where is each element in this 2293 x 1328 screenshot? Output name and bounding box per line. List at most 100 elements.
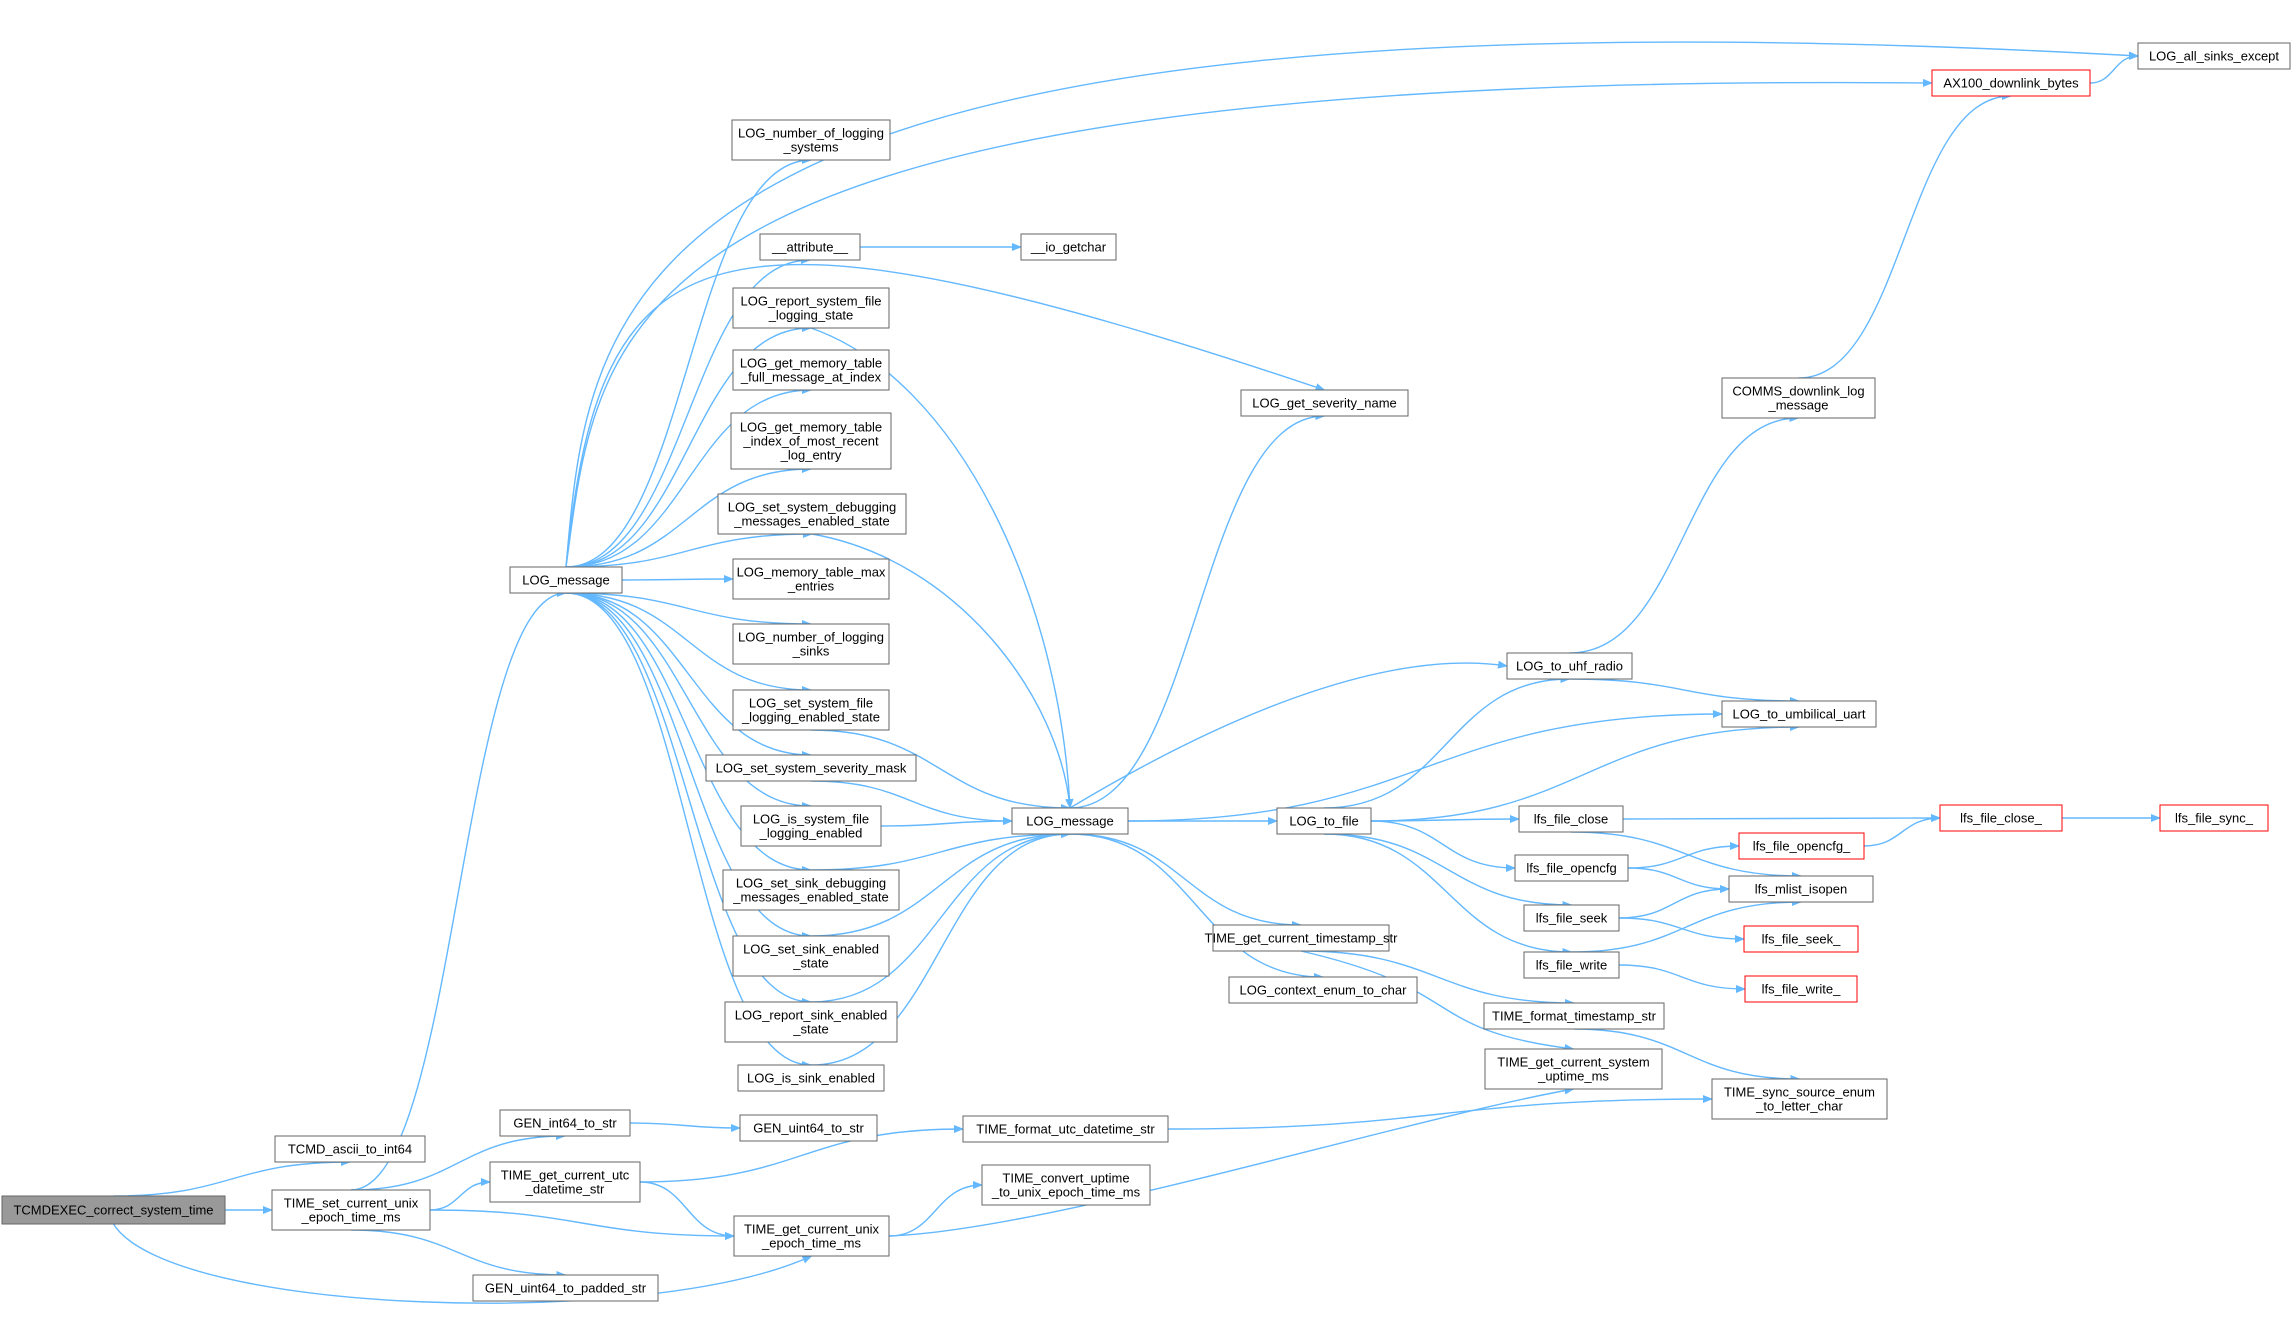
node-time-conv[interactable]: TIME_convert_uptime_to_unix_epoch_time_m…	[981, 1164, 1151, 1206]
node-box[interactable]	[1711, 1078, 1888, 1120]
node-box[interactable]	[1738, 832, 1865, 860]
node-box[interactable]	[1743, 925, 1859, 953]
node-box[interactable]	[962, 1115, 1169, 1143]
node-box[interactable]	[472, 1274, 659, 1302]
node-log-sev-name[interactable]: LOG_get_severity_name	[1240, 389, 1409, 417]
node-log-set-sys-dbg[interactable]: LOG_set_system_debugging_messages_enable…	[717, 493, 907, 535]
node-attribute[interactable]: __attribute__	[759, 233, 861, 261]
node-comms-dl[interactable]: COMMS_downlink_log_message	[1721, 377, 1876, 419]
node-gen-uint64[interactable]: GEN_uint64_to_str	[739, 1114, 878, 1142]
node-log-mem-idx[interactable]: LOG_get_memory_table_index_of_most_recen…	[730, 412, 892, 470]
node-gen-int64[interactable]: GEN_int64_to_str	[499, 1109, 631, 1137]
node-log-message-c[interactable]: LOG_message	[1011, 807, 1129, 835]
node-log-mem-max[interactable]: LOG_memory_table_max_entries	[732, 558, 890, 600]
node-box[interactable]	[1744, 975, 1858, 1003]
node-box[interactable]	[732, 623, 890, 665]
node-lfs-opencfg[interactable]: lfs_file_opencfg	[1514, 854, 1629, 882]
node-log-uhf[interactable]: LOG_to_uhf_radio	[1506, 652, 1633, 680]
node-box[interactable]	[732, 935, 890, 977]
node-time-get-ts[interactable]: TIME_get_current_timestamp_str	[1205, 924, 1399, 952]
node-log-mem-full[interactable]: LOG_get_memory_table_full_message_at_ind…	[732, 349, 890, 391]
node-box[interactable]	[731, 119, 891, 161]
node-box[interactable]	[1212, 924, 1390, 952]
node-box[interactable]	[1523, 951, 1620, 979]
node-time-get-uptime[interactable]: TIME_get_current_system_uptime_ms	[1484, 1048, 1663, 1090]
node-time-set[interactable]: TIME_set_current_unix_epoch_time_ms	[271, 1189, 431, 1231]
node-io-getchar[interactable]: __io_getchar	[1020, 233, 1117, 261]
node-lfs-close-[interactable]: lfs_file_close_	[1939, 804, 2063, 832]
node-log-report-sys[interactable]: LOG_report_system_file_logging_state	[732, 287, 890, 329]
node-box[interactable]	[724, 1001, 898, 1043]
node-time-get-unix[interactable]: TIME_get_current_unix_epoch_time_ms	[733, 1215, 890, 1257]
node-lfs-opencfg-[interactable]: lfs_file_opencfg_	[1738, 832, 1865, 860]
node-time-fmt-utc[interactable]: TIME_format_utc_datetime_str	[962, 1115, 1169, 1143]
node-box[interactable]	[1020, 233, 1117, 261]
node-box[interactable]	[1506, 652, 1633, 680]
node-log-num-sys[interactable]: LOG_number_of_logging_systems	[731, 119, 891, 161]
node-box[interactable]	[271, 1189, 431, 1231]
node-box[interactable]	[705, 754, 917, 782]
node-tcmdexec[interactable]: TCMDEXEC_correct_system_time	[1, 1195, 226, 1225]
node-box[interactable]	[737, 1064, 885, 1092]
node-log-all-sinks[interactable]: LOG_all_sinks_except	[2137, 42, 2291, 70]
node-box[interactable]	[2159, 804, 2269, 832]
node-gen-uint64-pad[interactable]: GEN_uint64_to_padded_str	[472, 1274, 659, 1302]
node-box[interactable]	[274, 1135, 426, 1163]
node-box[interactable]	[1011, 807, 1129, 835]
node-box[interactable]	[759, 233, 861, 261]
node-log-report-sink[interactable]: LOG_report_sink_enabled_state	[724, 1001, 898, 1043]
node-box[interactable]	[1931, 69, 2091, 97]
node-time-fmt-ts[interactable]: TIME_format_timestamp_str	[1483, 1002, 1665, 1030]
node-box[interactable]	[1939, 804, 2063, 832]
node-log-num-sinks[interactable]: LOG_number_of_logging_sinks	[732, 623, 890, 665]
node-box[interactable]	[732, 689, 890, 731]
node-log-ctx[interactable]: LOG_context_enum_to_char	[1228, 976, 1418, 1004]
node-box[interactable]	[1484, 1048, 1663, 1090]
node-box[interactable]	[740, 805, 882, 847]
node-ax100[interactable]: AX100_downlink_bytes	[1931, 69, 2091, 97]
node-box[interactable]	[732, 349, 890, 391]
node-lfs-write-[interactable]: lfs_file_write_	[1744, 975, 1858, 1003]
node-log-set-sink-dbg[interactable]: LOG_set_sink_debugging_messages_enabled_…	[722, 869, 900, 911]
node-lfs-sync-[interactable]: lfs_file_sync_	[2159, 804, 2269, 832]
node-time-sync[interactable]: TIME_sync_source_enum_to_letter_char	[1711, 1078, 1888, 1120]
node-box[interactable]	[509, 566, 623, 594]
node-box[interactable]	[1728, 875, 1874, 903]
node-box[interactable]	[1518, 805, 1624, 833]
node-box[interactable]	[1276, 807, 1372, 835]
node-lfs-mlist[interactable]: lfs_mlist_isopen	[1728, 875, 1874, 903]
node-lfs-close[interactable]: lfs_file_close	[1518, 805, 1624, 833]
node-box[interactable]	[1483, 1002, 1665, 1030]
node-tcmd-ascii[interactable]: TCMD_ascii_to_int64	[274, 1135, 426, 1163]
node-box[interactable]	[499, 1109, 631, 1137]
node-lfs-seek[interactable]: lfs_file_seek	[1523, 904, 1620, 932]
node-time-get-utc[interactable]: TIME_get_current_utc_datetime_str	[489, 1161, 641, 1203]
node-box[interactable]	[732, 558, 890, 600]
node-box[interactable]	[732, 287, 890, 329]
node-log-set-sev[interactable]: LOG_set_system_severity_mask	[705, 754, 917, 782]
node-box[interactable]	[489, 1161, 641, 1203]
node-box[interactable]	[1514, 854, 1629, 882]
node-log-is-sys-file[interactable]: LOG_is_system_file_logging_enabled	[740, 805, 882, 847]
node-log-to-file[interactable]: LOG_to_file	[1276, 807, 1372, 835]
node-box[interactable]	[1240, 389, 1409, 417]
node-box[interactable]	[722, 869, 900, 911]
node-box[interactable]	[1, 1195, 226, 1225]
node-log-message-l[interactable]: LOG_message	[509, 566, 623, 594]
node-lfs-write[interactable]: lfs_file_write	[1523, 951, 1620, 979]
node-log-set-sys-file[interactable]: LOG_set_system_file_logging_enabled_stat…	[732, 689, 890, 731]
node-box[interactable]	[733, 1215, 890, 1257]
node-log-umb[interactable]: LOG_to_umbilical_uart	[1721, 700, 1877, 728]
node-box[interactable]	[739, 1114, 878, 1142]
node-box[interactable]	[1721, 377, 1876, 419]
node-box[interactable]	[1228, 976, 1418, 1004]
node-log-set-sink-en[interactable]: LOG_set_sink_enabled_state	[732, 935, 890, 977]
node-log-is-sink[interactable]: LOG_is_sink_enabled	[737, 1064, 885, 1092]
node-box[interactable]	[717, 493, 907, 535]
node-box[interactable]	[2137, 42, 2291, 70]
node-box[interactable]	[1523, 904, 1620, 932]
node-box[interactable]	[1721, 700, 1877, 728]
node-lfs-seek-[interactable]: lfs_file_seek_	[1743, 925, 1859, 953]
node-box[interactable]	[730, 412, 892, 470]
node-box[interactable]	[981, 1164, 1151, 1206]
